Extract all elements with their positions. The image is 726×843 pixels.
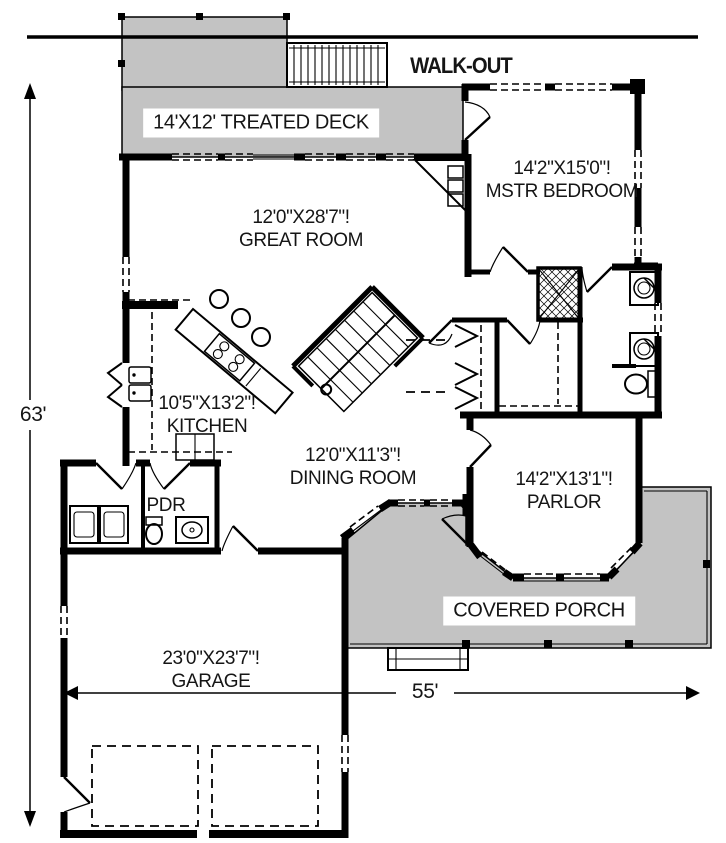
treated-deck (118, 13, 464, 158)
deck-label: 14'X12' TREATED DECK (143, 108, 379, 138)
garage-name: GARAGE (171, 671, 251, 692)
dining-room-name: DINING ROOM (289, 468, 417, 489)
great-room-name: GREAT ROOM (238, 230, 364, 251)
master-bedroom-dims: 14'2"X15'0"! (513, 158, 611, 179)
parlor-name: PARLOR (526, 492, 602, 513)
garage-dims: 23'0"X23'7"! (162, 648, 260, 669)
dimension-lines (24, 83, 700, 827)
kitchen-dims: 10'5"X13'2"! (158, 393, 256, 414)
master-bedroom-label: 14'2"X15'0"! MSTR BEDROOM (485, 157, 639, 203)
height-dimension-label: 63' (15, 403, 51, 427)
kitchen-bay-window (106, 362, 123, 408)
great-room-label: 12'0"X28'7"! GREAT ROOM (239, 206, 363, 252)
laundry-pdr-fixtures (69, 505, 209, 545)
fireplace (412, 159, 467, 214)
doors (63, 101, 613, 813)
stair-landing-dashes (406, 339, 450, 393)
garage-label: 23'0"X23'7"! GARAGE (162, 647, 260, 693)
kitchen-label: 10'5"X13'2"! KITCHEN (158, 392, 256, 438)
walkout-label: WALK-OUT (410, 53, 513, 78)
garage-markings (91, 745, 319, 827)
bathroom-fixtures (624, 271, 659, 398)
dining-room-label: 12'0"X11'3"! DINING ROOM (290, 444, 417, 490)
covered-porch-area (345, 486, 712, 671)
parlor-dims: 14'2"X13'1"! (515, 469, 613, 490)
parlor-label: 14'2"X13'1"! PARLOR (515, 468, 613, 514)
kitchen-fixtures (122, 289, 294, 461)
pdr-label: PDR (146, 495, 186, 516)
walkin-closet (499, 322, 578, 407)
dining-room-dims: 12'0"X11'3"! (305, 445, 401, 466)
covered-porch-label: COVERED PORCH (443, 596, 635, 626)
kitchen-name: KITCHEN (166, 416, 248, 437)
width-dimension-label: 55' (407, 680, 443, 704)
main-stairs (291, 285, 425, 413)
porch-steps (387, 647, 469, 671)
windows (60, 83, 662, 772)
great-room-dims: 12'0"X28'7"! (252, 207, 350, 228)
shower (536, 266, 582, 322)
exterior-walls (60, 79, 662, 839)
deck-stairs (286, 42, 388, 88)
master-bedroom-name: MSTR BEDROOM (485, 181, 639, 202)
entry-closets (454, 324, 482, 410)
